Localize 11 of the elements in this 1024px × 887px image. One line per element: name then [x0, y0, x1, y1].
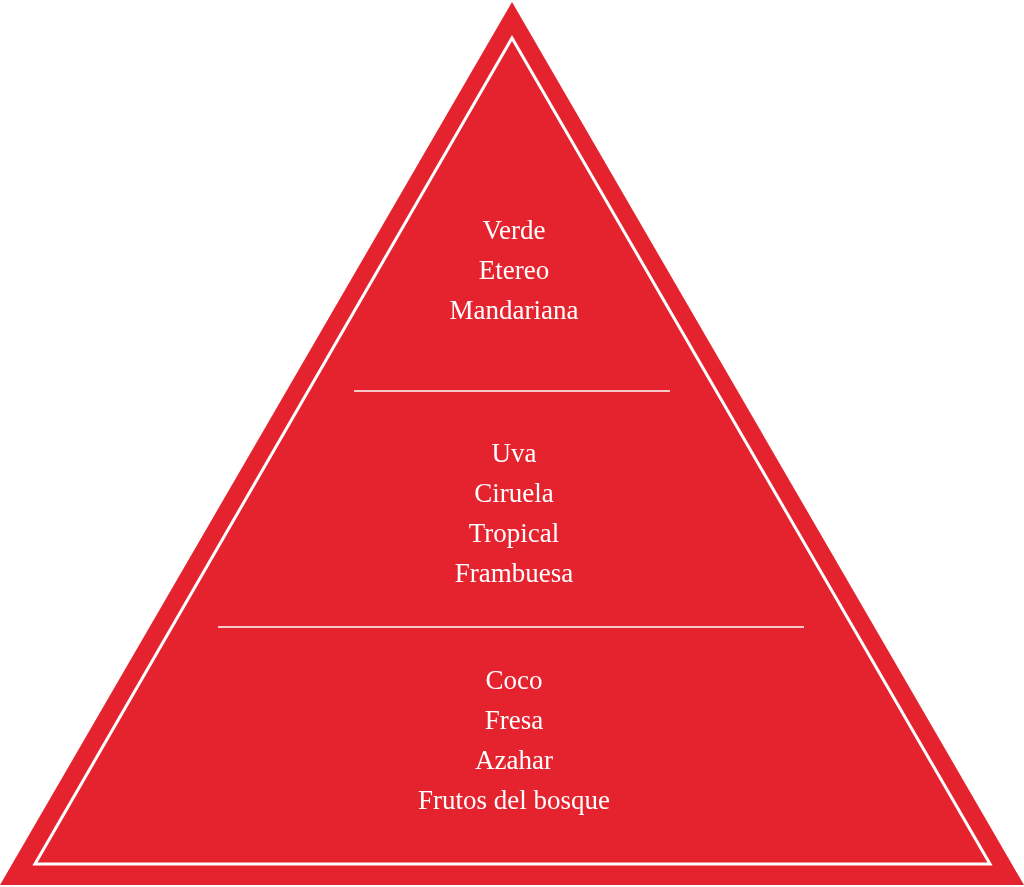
tier-item: Coco: [485, 664, 543, 697]
tier-item: Mandariana: [449, 294, 579, 327]
tier-item: Frambuesa: [454, 557, 574, 590]
tier-item: Etereo: [478, 254, 550, 287]
tier-item: Frutos del bosque: [418, 784, 610, 817]
tier-item: Fresa: [484, 704, 544, 737]
tier-item: Verde: [482, 214, 546, 247]
tier-item: Tropical: [468, 517, 560, 550]
tier-item: Azahar: [475, 744, 553, 777]
tier-item: Uva: [491, 437, 537, 470]
tier-item: Ciruela: [474, 477, 554, 510]
